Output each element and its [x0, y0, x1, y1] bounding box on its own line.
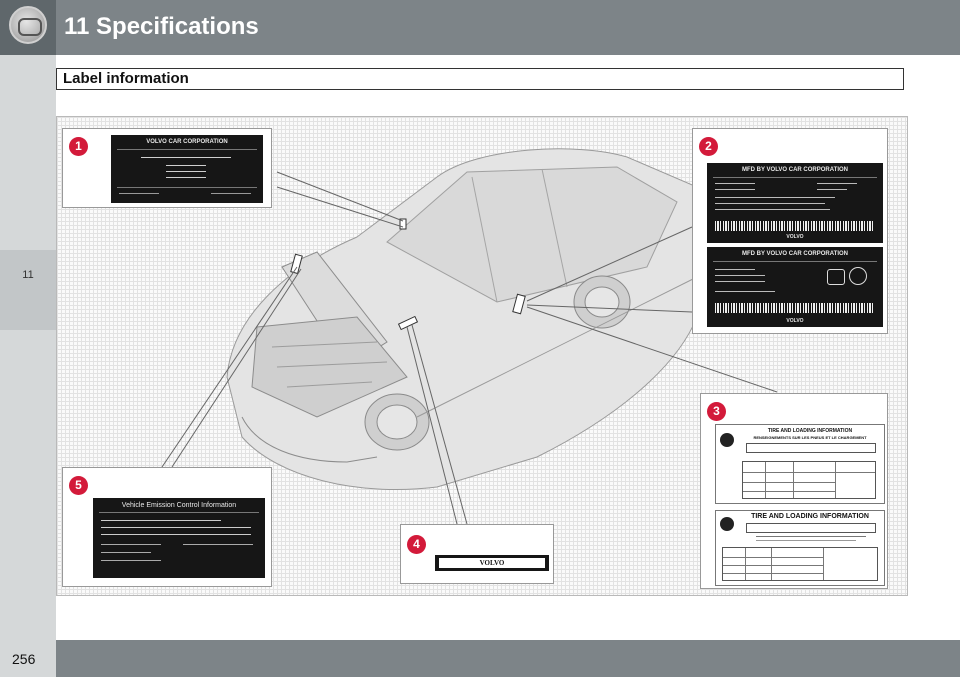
page-number: 256: [12, 651, 36, 667]
label-2a-brand: VOLVO: [786, 234, 804, 240]
chapter-sidebar: 11: [0, 55, 56, 640]
tire-loading-label-bilingual: TIRE AND LOADING INFORMATION RENSEIGNEME…: [715, 424, 885, 504]
section-title: Label information: [63, 70, 189, 87]
callout-5: 5: [69, 476, 88, 495]
label-2b-brand: VOLVO: [786, 318, 804, 324]
volvo-logo-icon: [9, 6, 47, 44]
emission-control-label: Vehicle Emission Control Information: [93, 498, 265, 578]
page-number-box: 256: [0, 640, 56, 677]
callout-2: 2: [699, 137, 718, 156]
car-illustration: [161, 148, 778, 525]
section-heading: Label information: [56, 68, 904, 90]
label-2b-title: MFD BY VOLVO CAR CORPORATION: [741, 251, 848, 257]
chapter-tab-number: 11: [22, 269, 34, 281]
label-panel-4: 4 VOLVO: [400, 524, 554, 584]
chapter-title: 11 Specifications: [64, 13, 259, 40]
label-3b-title: TIRE AND LOADING INFORMATION: [751, 513, 869, 520]
tire-symbol-icon: [720, 517, 734, 531]
volvo-badge-plate: VOLVO: [435, 555, 549, 571]
callout-4: 4: [407, 535, 426, 554]
tire-symbol-icon: [720, 433, 734, 447]
manufacturer-label-b: MFD BY VOLVO CAR CORPORATION VOLVO: [707, 247, 883, 327]
certification-seal-icon: [849, 267, 867, 285]
ec-mark-icon: [827, 269, 845, 285]
vin-label-plate: VOLVO CAR CORPORATION: [111, 135, 263, 203]
label-panel-1: 1 VOLVO CAR CORPORATION: [62, 128, 272, 208]
label-panel-3: 3 TIRE AND LOADING INFORMATION RENSEIGNE…: [700, 393, 888, 589]
tire-loading-label: TIRE AND LOADING INFORMATION: [715, 510, 885, 586]
chapter-tab[interactable]: [0, 250, 56, 330]
chapter-icon-box: [0, 0, 56, 55]
label-2a-title: MFD BY VOLVO CAR CORPORATION: [741, 167, 848, 173]
label-panel-5: 5 Vehicle Emission Control Information: [62, 467, 272, 587]
page-footer: 256: [0, 640, 960, 677]
label-location-figure: 1 VOLVO CAR CORPORATION 2 MFD BY VOLVO C…: [56, 116, 908, 596]
label-3a-subtitle: RENSEIGNEMENTS SUR LES PNEUS ET LE CHARG…: [753, 435, 867, 440]
callout-1: 1: [69, 137, 88, 156]
label-4-brand: VOLVO: [479, 559, 505, 567]
label-5-title: Vehicle Emission Control Information: [121, 502, 237, 509]
label-1-title: VOLVO CAR CORPORATION: [146, 139, 228, 145]
label-3a-title: TIRE AND LOADING INFORMATION: [767, 428, 853, 434]
page-header: 11 Specifications: [0, 0, 960, 55]
callout-3: 3: [707, 402, 726, 421]
manufacturer-label-a: MFD BY VOLVO CAR CORPORATION VOLVO: [707, 163, 883, 243]
label-panel-2: 2 MFD BY VOLVO CAR CORPORATION VOLVO MFD…: [692, 128, 888, 334]
